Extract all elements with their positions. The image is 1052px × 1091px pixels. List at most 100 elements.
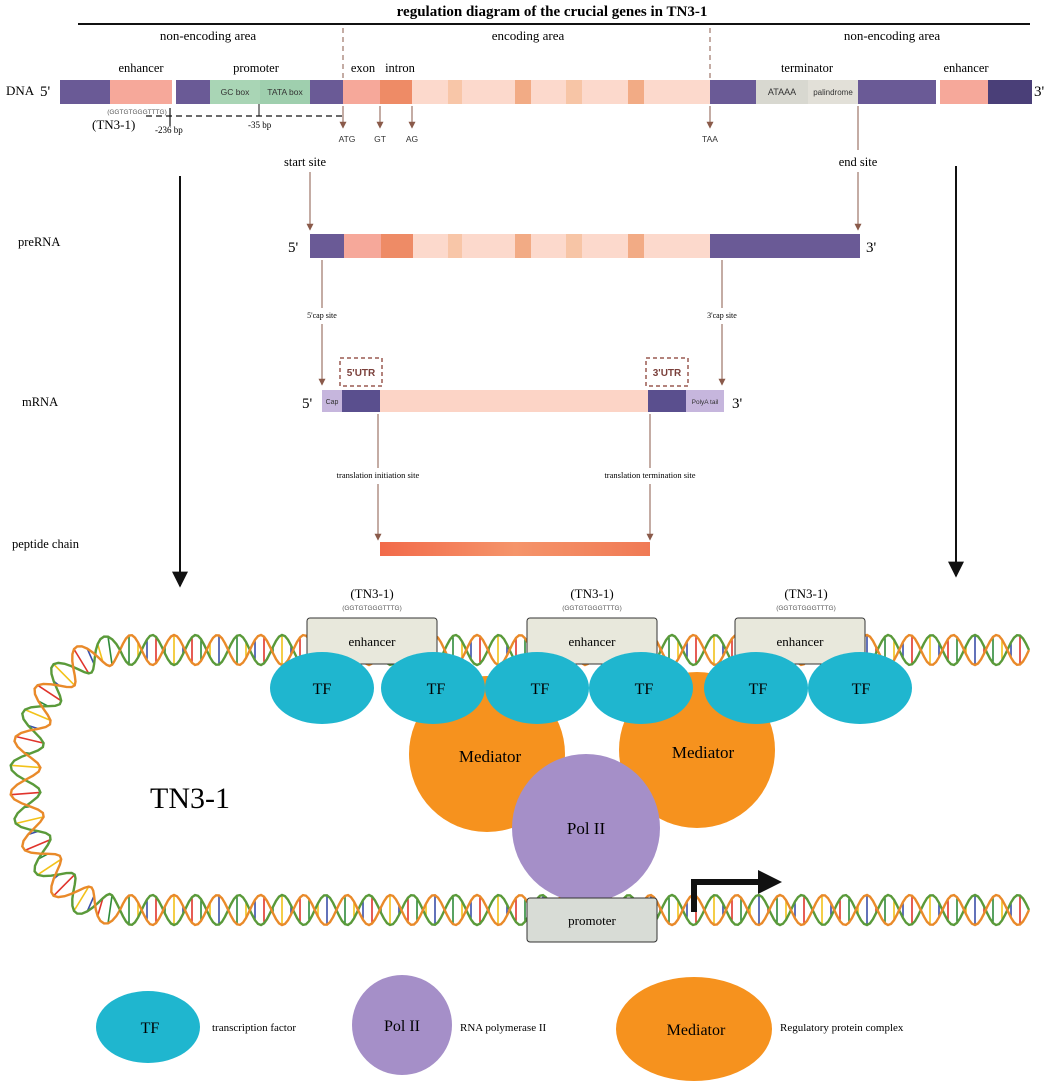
legend-tf-symbol: [96, 991, 200, 1063]
dna-enhancer-left: [110, 80, 172, 104]
prerna-label: preRNA: [18, 235, 60, 249]
loop-promoter-box: [526, 897, 658, 943]
dna-palindrome-box: [808, 80, 858, 104]
dna-seq-label: (GGTGTGGGTTTG): [107, 109, 167, 116]
dna-enhancer-right: [940, 80, 988, 104]
loop-tn-3-label: (TN3-1): [784, 586, 827, 601]
legend-tf-text: transcription factor: [212, 1022, 296, 1034]
terminator-label: terminator: [781, 61, 834, 75]
peptide-label: peptide chain: [12, 537, 80, 551]
dna-exon-1: [343, 80, 380, 104]
dna-intron-4: [566, 80, 582, 104]
ag-label: AG: [406, 134, 418, 144]
tf-group: TF TF TF TF TF TF: [270, 652, 912, 724]
dna-three-prime: 3': [1034, 84, 1045, 100]
prerna-exon-1: [344, 234, 381, 258]
term-site-label: translation termination site: [604, 470, 695, 480]
dna-intron-2: [448, 80, 462, 104]
legend-polii-text: RNA polymerase II: [460, 1022, 546, 1034]
mediator-left-label: Mediator: [459, 747, 522, 766]
loop-enhancer-1: enhancer (TN3-1) (GGTGTGGGTTTG): [306, 586, 438, 665]
dna-tata-box: [260, 80, 310, 104]
tf-oval-5-label: TF: [749, 681, 768, 698]
dna-seg-purple-1: [60, 80, 110, 104]
region-label-right: non-encoding area: [844, 28, 941, 43]
prerna-exon-2: [413, 234, 710, 258]
cap-site-5-label: 5'cap site: [307, 311, 337, 320]
dna-seg-purple-2: [176, 80, 210, 104]
pol-ii-label: Pol II: [567, 819, 606, 838]
tf-oval-4: [589, 652, 693, 724]
prerna-intron-4: [566, 234, 582, 258]
mrna-strip: [322, 390, 724, 412]
loop-enhancer-2: enhancer (TN3-1) (GGTGTGGGTTTG): [526, 586, 658, 665]
region-label-left: non-encoding area: [160, 28, 257, 43]
mrna-label: mRNA: [22, 395, 58, 409]
gt-label: GT: [374, 134, 386, 144]
loop-enhancer-2-box: [526, 617, 658, 665]
utr5-box: [339, 357, 383, 387]
mrna-utr3-seg: [648, 390, 686, 412]
tf-oval-2-label: TF: [427, 681, 446, 698]
prerna-seg-purple-1: [310, 234, 344, 258]
prerna-intron-1: [381, 234, 413, 258]
ataaa-label: ATAAA: [768, 87, 796, 97]
transcription-start-arrow: [691, 879, 762, 912]
dna-seg-purple-3: [310, 80, 343, 104]
taa-label: TAA: [702, 134, 718, 144]
loop-enhancer-1-box: [306, 617, 438, 665]
loop-enhancer-1-label: enhancer: [349, 634, 397, 649]
tf-oval-3-label: TF: [531, 681, 550, 698]
exon-label: exon: [351, 61, 376, 75]
dna-seg-purple-5: [858, 80, 936, 104]
loop-enhancer-2-label: enhancer: [569, 634, 617, 649]
legend-polii-symbol-label: Pol II: [384, 1018, 420, 1035]
loop-seq-3-label: (GGTGTGGGTTTG): [776, 605, 836, 612]
utr5-label: 5'UTR: [347, 368, 376, 379]
enhancer-left-label: enhancer: [118, 61, 164, 75]
pol-ii-circle: [512, 754, 660, 902]
utr3-label: 3'UTR: [653, 368, 682, 379]
dna-ataaa-box: [756, 80, 808, 104]
dna-intron-1: [380, 80, 412, 104]
mrna-three-prime: 3': [732, 396, 743, 412]
prerna-strip: [310, 234, 860, 258]
mrna-five-prime: 5': [302, 396, 313, 412]
mrna-polya: [686, 390, 724, 412]
mrna-polya-label: PolyA tail: [692, 399, 719, 406]
prerna-intron-3: [515, 234, 531, 258]
loop-enhancer-3-box: [734, 617, 866, 665]
prerna-three-prime: 3': [866, 240, 877, 256]
atg-label: ATG: [339, 134, 356, 144]
dna-label: DNA: [6, 83, 35, 98]
dna-intron-5: [628, 80, 644, 104]
prerna-intron-5: [628, 234, 644, 258]
diagram-title: regulation diagram of the crucial genes …: [397, 4, 708, 20]
utr3-box: [645, 357, 689, 387]
gc-box-label: GC box: [221, 87, 251, 97]
dna-tn-label: (TN3-1): [92, 117, 135, 132]
cap-site-3-label: 3'cap site: [707, 311, 737, 320]
loop-seq-1-label: (GGTGTGGGTTTG): [342, 605, 402, 612]
tf-oval-6-label: TF: [852, 681, 871, 698]
tf-oval-4-label: TF: [635, 681, 654, 698]
dna-five-prime: 5': [40, 84, 51, 100]
prerna-seg-purple-2: [710, 234, 860, 258]
tf-oval-1-label: TF: [313, 681, 332, 698]
loop-seq-2-label: (GGTGTGGGTTTG): [562, 605, 622, 612]
tf-oval-3: [485, 652, 589, 724]
loop-big-label: TN3-1: [150, 782, 230, 815]
legend-mediator-text: Regulatory protein complex: [780, 1022, 904, 1034]
tf-oval-6: [808, 652, 912, 724]
palindrome-label: palindrome: [813, 88, 853, 97]
mrna-utr5-seg: [342, 390, 380, 412]
legend-mediator-symbol-label: Mediator: [667, 1022, 726, 1039]
legend: TF transcription factor Pol II RNA polym…: [96, 975, 904, 1081]
legend-polii-symbol: [352, 975, 452, 1075]
enhancer-right-label: enhancer: [943, 61, 989, 75]
loop-promoter-label: promoter: [568, 913, 616, 928]
dna-seg-purple-6: [988, 80, 1032, 104]
end-site-label: end site: [839, 155, 878, 169]
mrna-cap: [322, 390, 342, 412]
